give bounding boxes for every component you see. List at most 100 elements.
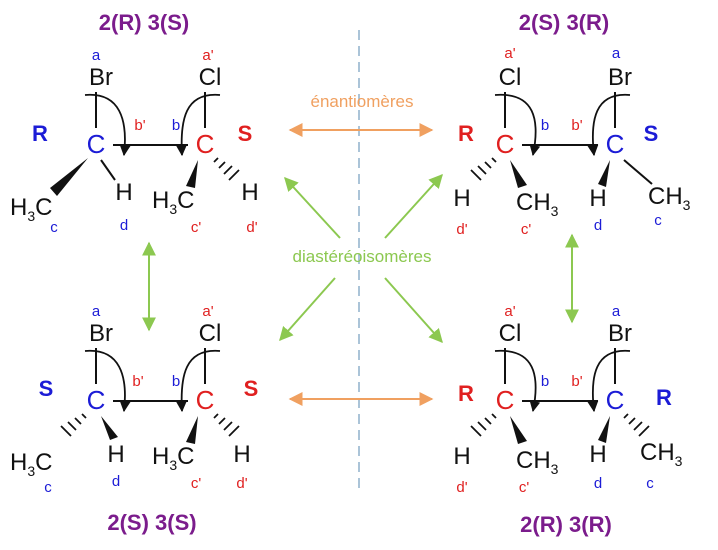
hydrogen-c2: H — [453, 185, 470, 212]
hash-bond-c2-h — [470, 413, 497, 437]
hash-bond-c2-h — [470, 157, 497, 181]
rotation-arrow-right — [176, 94, 221, 157]
methyl-c2: CH3 — [516, 189, 559, 219]
molecule-title: 2(R) 3(S) — [99, 10, 189, 35]
label-c-prime: c' — [191, 219, 202, 236]
label-d-prime: d' — [236, 475, 247, 492]
carbon-2: C — [87, 129, 106, 159]
label-c-prime: c' — [521, 221, 532, 238]
molecule-title: 2(S) 3(S) — [107, 510, 196, 535]
descriptor-right: S — [238, 121, 253, 146]
descriptor-right: R — [656, 385, 672, 410]
rotation-arrow-left — [494, 350, 541, 413]
label-c: c — [646, 475, 654, 492]
methyl-left: H3C — [10, 194, 52, 224]
wedge-methyl-left — [50, 158, 88, 196]
label-d-prime: d' — [456, 221, 467, 238]
descriptor-left: R — [32, 121, 48, 146]
carbon-2: C — [87, 385, 106, 415]
label-c-prime: c' — [519, 479, 530, 496]
hydrogen-c3: H — [589, 441, 606, 468]
carbon-3: C — [196, 385, 215, 415]
wedge-methyl-c2 — [510, 416, 527, 444]
descriptor-left: R — [458, 381, 474, 406]
chlorine-atom: Cl — [499, 64, 522, 91]
relation-arrows — [142, 123, 579, 406]
diastereomer-arrow-diag-3 — [279, 277, 336, 342]
label-b: b — [541, 117, 549, 134]
label-a: a — [612, 45, 621, 62]
diastereomer-arrow-diag-1 — [284, 176, 341, 239]
hydrogen-c3: H — [233, 441, 250, 468]
wedge-methyl-c2 — [510, 160, 527, 188]
hash-bond-c2-methyl — [60, 413, 87, 437]
rotation-arrow-right — [587, 94, 631, 157]
diastereomers-label: diastéréoisomères — [293, 247, 432, 266]
label-c: c — [50, 219, 58, 236]
label-a: a — [92, 303, 101, 320]
molecule-title: 2(R) 3(R) — [520, 512, 612, 537]
label-b: b — [541, 373, 549, 390]
chlorine-atom: Cl — [199, 320, 222, 347]
label-b-prime: b' — [571, 373, 582, 390]
methyl-c3: CH3 — [640, 439, 683, 469]
methyl-c3: H3C — [152, 187, 194, 217]
hydrogen-c2: H — [453, 443, 470, 470]
label-d: d — [594, 217, 602, 234]
label-a-prime: a' — [202, 47, 213, 64]
molecule-bottom-left: 2(S) 3(S) S S a a' Br Cl C C b' b H3C H — [10, 303, 258, 535]
label-a-prime: a' — [504, 303, 515, 320]
chlorine-atom: Cl — [199, 64, 222, 91]
bond-c3-methyl — [623, 159, 653, 185]
label-d: d — [594, 475, 602, 492]
label-c: c — [654, 212, 662, 229]
methyl-c3: H3C — [152, 443, 194, 473]
rotation-arrow-right — [587, 350, 631, 413]
bromine-atom: Br — [89, 64, 113, 91]
hash-bond-c3-h — [213, 413, 240, 437]
molecule-top-right: 2(S) 3(R) R S a' a Cl Br C C b b' H CH3 … — [453, 10, 690, 238]
wedge-h-c3 — [598, 416, 610, 443]
label-a: a — [92, 47, 101, 64]
descriptor-right: S — [644, 121, 659, 146]
carbon-3: C — [196, 129, 215, 159]
hash-bond-c3-methyl — [623, 413, 650, 437]
label-a: a — [612, 303, 621, 320]
carbon-3: C — [606, 385, 625, 415]
enantiomers-label: énantiomères — [310, 92, 413, 111]
hydrogen-c3: H — [589, 185, 606, 212]
diastereomer-arrow-diag-4 — [384, 277, 443, 344]
carbon-2: C — [496, 129, 515, 159]
methyl-left: H3C — [10, 449, 52, 479]
chlorine-atom: Cl — [499, 320, 522, 347]
molecule-title: 2(S) 3(R) — [519, 10, 609, 35]
rotation-arrow-left — [84, 350, 131, 413]
rotation-arrow-left — [84, 94, 131, 157]
wedge-methyl-c3 — [186, 416, 198, 444]
carbon-3: C — [606, 129, 625, 159]
label-b: b — [172, 373, 180, 390]
descriptor-right: S — [244, 376, 259, 401]
label-b-prime: b' — [132, 373, 143, 390]
bond-c2-h — [100, 159, 116, 181]
molecule-bottom-right: 2(R) 3(R) R R a' a Cl Br C C b b' H CH3 — [453, 303, 682, 537]
descriptor-left: S — [39, 376, 54, 401]
label-c-prime: c' — [191, 475, 202, 492]
hydrogen-c3: H — [241, 179, 258, 206]
label-d-prime: d' — [246, 219, 257, 236]
descriptor-left: R — [458, 121, 474, 146]
label-d: d — [120, 217, 128, 234]
label-c: c — [44, 479, 52, 496]
bromine-atom: Br — [608, 320, 632, 347]
methyl-c3: CH3 — [648, 183, 691, 213]
methyl-c2: CH3 — [516, 447, 559, 477]
hash-bond-c3-h — [213, 157, 240, 181]
label-b-prime: b' — [571, 117, 582, 134]
rotation-arrow-right — [176, 350, 221, 413]
label-d: d — [112, 473, 120, 490]
rotation-arrow-left — [494, 94, 541, 157]
carbon-2: C — [496, 385, 515, 415]
bromine-atom: Br — [89, 320, 113, 347]
hydrogen-c2: H — [107, 441, 124, 468]
